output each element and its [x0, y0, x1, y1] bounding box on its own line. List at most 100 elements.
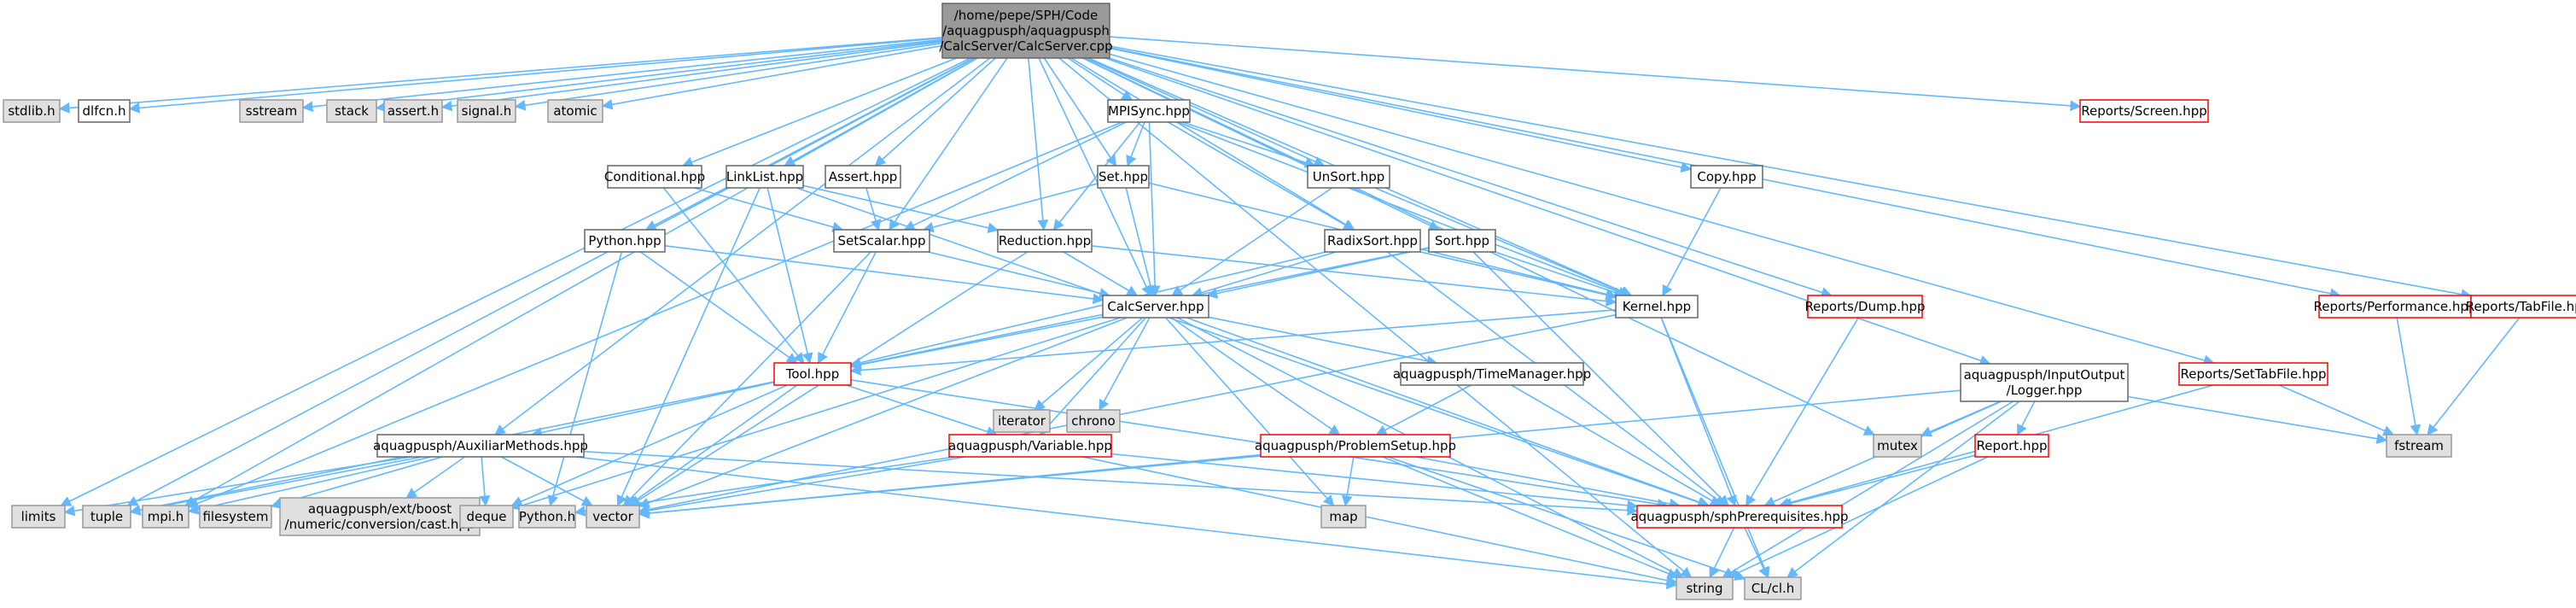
node-label: aquagpusph/AuxiliarMethods.hpp [373, 438, 588, 453]
node-fstream: fstream [2386, 434, 2452, 458]
node-box [1974, 434, 2049, 458]
edge-root-to-reportsdump [1109, 57, 1833, 298]
node-label: RadixSort.hpp [1327, 233, 1418, 248]
edge-setscalar-to-tool [818, 251, 877, 365]
node-box [1615, 295, 1699, 319]
edge-root-to-setscalar [889, 57, 1008, 231]
node-label: aquagpusph/sphPrerequisites.hpp [1630, 509, 1848, 524]
edge-kernel-to-clh [1660, 317, 1770, 579]
edge-sort-to-kernel [1495, 251, 1625, 298]
node-label: Python.hpp [588, 233, 661, 248]
node-box [2386, 434, 2452, 458]
edge-unsort-to-kernel [1374, 187, 1632, 297]
edge-auxiliar-to-deque [479, 456, 491, 507]
node-reportsperf[interactable]: Reports/Performance.hpp [2314, 295, 2477, 319]
edge-root-to-assert [440, 41, 943, 112]
node-limits: limits [11, 505, 66, 529]
node-label: Kernel.hpp [1623, 299, 1691, 314]
node-filesystem: filesystem [199, 505, 272, 529]
edge-logger-to-fstream [2127, 395, 2388, 444]
node-box [948, 434, 1112, 458]
node-report[interactable]: Report.hpp [1974, 434, 2049, 458]
node-label: mpi.h [148, 509, 184, 524]
node-set[interactable]: Set.hpp [1097, 165, 1150, 189]
node-box [825, 165, 901, 189]
node-label: deque [466, 509, 506, 524]
node-reportstab[interactable]: Reports/TabFile.hpp [2466, 295, 2576, 319]
edge-linklist-to-vector [616, 187, 761, 507]
edge-problemsetup-to-vector [638, 453, 1262, 519]
node-label: assert.h [388, 103, 439, 119]
node-box [607, 165, 702, 189]
edge-linklist-to-tool [766, 187, 813, 365]
node-boostcast: aquagpusph/ext/boost/numeric/conversion/… [279, 497, 481, 536]
node-root[interactable]: /home/pepe/SPH/Code/aquagpusph/aquagpusp… [939, 3, 1113, 59]
edge-auxiliar-to-limits [63, 456, 411, 517]
node-label: Python.h [519, 509, 575, 524]
node-unsort[interactable]: UnSort.hpp [1307, 165, 1390, 189]
node-vector: vector [586, 505, 640, 529]
edge-radixsort-to-kernel [1419, 251, 1617, 301]
node-box [326, 99, 377, 123]
node-conditional[interactable]: Conditional.hpp [604, 165, 705, 189]
node-label: fstream [2394, 438, 2444, 453]
node-reportsdump[interactable]: Reports/Dump.hpp [1804, 295, 1926, 319]
node-timemanager[interactable]: aquagpusph/TimeManager.hpp [1393, 362, 1591, 386]
node-reduction[interactable]: Reduction.hpp [997, 229, 1093, 253]
edge-copy-to-kernel [1662, 187, 1722, 297]
node-reportsscreen[interactable]: Reports/Screen.hpp [2079, 99, 2209, 123]
node-linklist[interactable]: LinkList.hpp [726, 165, 804, 189]
edge-calcserver-to-problemsetup [1171, 317, 1341, 436]
node-variable[interactable]: aquagpusph/Variable.hpp [948, 434, 1112, 458]
edge-timemanager-to-sphprereq [1511, 384, 1722, 506]
edge-root-to-atomic [601, 44, 943, 110]
node-reportssettab[interactable]: Reports/SetTabFile.hpp [2178, 362, 2328, 386]
node-mpisync[interactable]: MPISync.hpp [1107, 99, 1191, 123]
edge-variable-to-pythonh [574, 456, 955, 517]
edge-root-to-reduction [1028, 57, 1049, 231]
edge-calcserver-to-deque [511, 317, 1121, 511]
node-dlfcn[interactable]: dlfcn.h [78, 99, 131, 123]
node-logger[interactable]: aquagpusph/InputOutput/Logger.hpp [1960, 363, 2129, 402]
node-python[interactable]: Python.hpp [584, 229, 666, 253]
node-tool[interactable]: Tool.hpp [773, 362, 852, 386]
node-box [459, 505, 514, 529]
edge-calcserver-to-timemanager [1208, 316, 1438, 367]
node-string: string [1676, 576, 1734, 600]
node-label: limits [21, 509, 56, 524]
node-label: string [1686, 581, 1722, 596]
node-sort[interactable]: Sort.hpp [1428, 229, 1496, 253]
node-label: iterator [998, 413, 1046, 429]
node-sphprereq[interactable]: aquagpusph/sphPrerequisites.hpp [1630, 505, 1849, 529]
edge-reportsdump-to-sphprereq [1746, 317, 1859, 507]
node-box [383, 99, 443, 123]
edge-kernel-to-tool [849, 309, 1617, 376]
edge-root-to-auxiliar [494, 57, 991, 436]
edge-linklist-to-reduction [802, 184, 1000, 234]
edge-calcserver-to-vector [638, 317, 1128, 508]
node-kernel[interactable]: Kernel.hpp [1615, 295, 1699, 319]
node-asserthpp[interactable]: Assert.hpp [825, 165, 901, 189]
node-calcserver[interactable]: CalcServer.hpp [1102, 295, 1209, 319]
node-box [993, 409, 1051, 433]
node-box [1690, 165, 1763, 189]
node-box [1066, 409, 1121, 433]
node-label: /numeric/conversion/cast.hpp [285, 517, 475, 532]
node-box [1107, 99, 1191, 123]
edge-calcserver-to-variable [1039, 317, 1146, 436]
edge-mpisync-to-calcserver [1148, 121, 1161, 297]
node-box [2318, 295, 2472, 319]
node-box [82, 505, 131, 529]
node-stack: stack [326, 99, 377, 123]
node-label: /home/pepe/SPH/Code [954, 8, 1099, 23]
node-box [239, 99, 304, 123]
edge-mpisync-to-reduction [1052, 121, 1141, 231]
node-radixsort[interactable]: RadixSort.hpp [1324, 229, 1421, 253]
node-auxiliar[interactable]: aquagpusph/AuxiliarMethods.hpp [373, 434, 588, 458]
edge-auxiliar-to-mpih [187, 456, 432, 515]
node-copy[interactable]: Copy.hpp [1690, 165, 1763, 189]
node-box [1102, 295, 1209, 319]
edge-auxiliar-to-tuple [129, 456, 423, 516]
node-setscalar[interactable]: SetScalar.hpp [833, 229, 930, 253]
node-problemsetup[interactable]: aquagpusph/ProblemSetup.hpp [1255, 434, 1456, 458]
